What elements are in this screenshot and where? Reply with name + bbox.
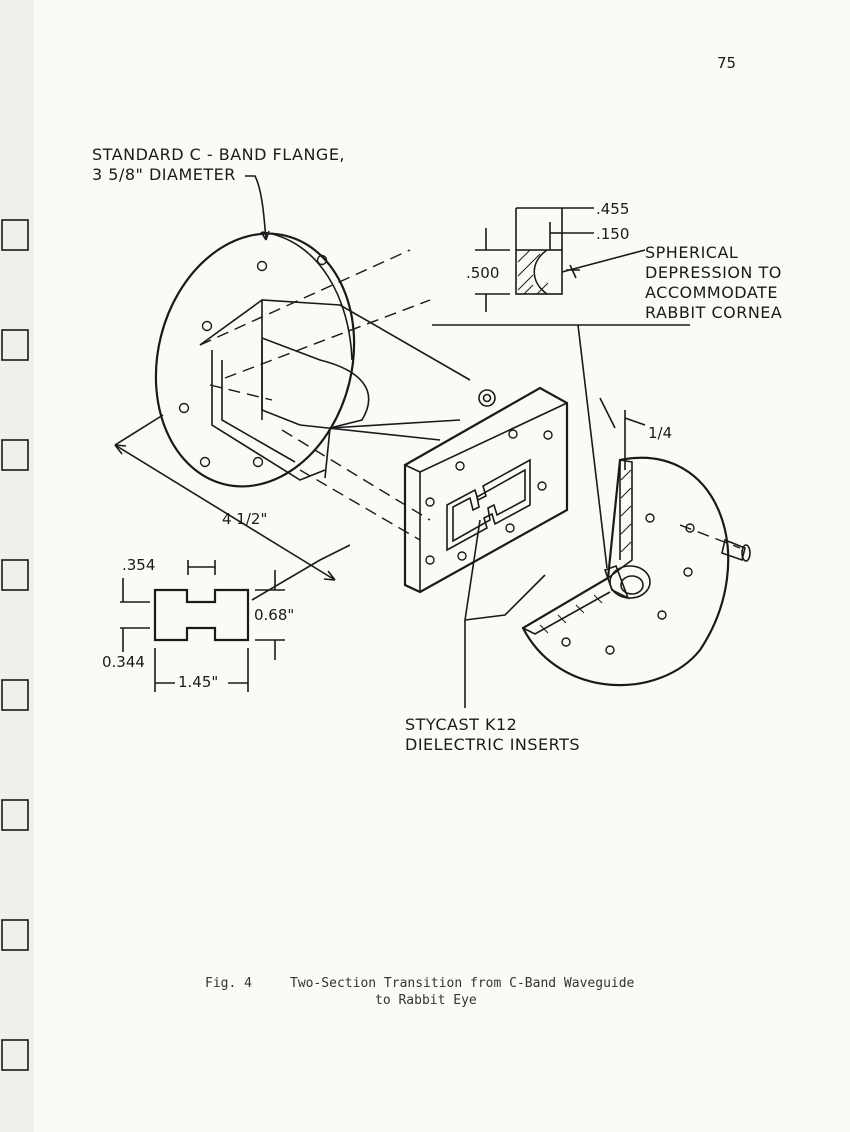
dim-quarter: 1/4 [648, 424, 672, 442]
waveguide-body [199, 249, 496, 541]
dimension-labels: .455 .150 .500 1/4 4 1/2" .354 0.68" 0.3… [102, 200, 672, 691]
spherical-label-line2: DEPRESSION TO [645, 263, 782, 282]
dim-354: .354 [122, 556, 155, 574]
spherical-label-line4: RABBIT CORNEA [645, 303, 782, 322]
dim-length: 4 1/2" [222, 510, 267, 528]
caption-line2: to Rabbit Eye [375, 993, 477, 1008]
dim-455: .455 [596, 200, 629, 218]
flange-label-line1: STANDARD C - BAND FLANGE, [92, 145, 345, 164]
spherical-label-line3: ACCOMMODATE [645, 283, 778, 302]
cross-section-detail [120, 560, 285, 692]
rectangular-flange [403, 386, 569, 594]
dim-500: .500 [466, 264, 499, 282]
dim-150: .150 [596, 225, 629, 243]
leader-lines [114, 175, 690, 708]
spherical-label-line1: SPHERICAL [645, 243, 738, 262]
half-disc-eye-piece [521, 456, 751, 687]
caption-line1: Two-Section Transition from C-Band Waveg… [290, 976, 635, 991]
stycast-label-line1: STYCAST K12 [405, 715, 517, 734]
callout-labels: STANDARD C - BAND FLANGE, 3 5/8" DIAMETE… [92, 145, 782, 754]
dim-068: 0.68" [254, 606, 294, 624]
caption-fig: Fig. 4 [205, 976, 252, 991]
binding-strip [0, 0, 34, 1132]
dim-0344: 0.344 [102, 653, 145, 671]
page-number: 75 [717, 54, 736, 72]
dim-145: 1.45" [178, 673, 218, 691]
standard-flange [154, 231, 356, 488]
figure-caption: Fig. 4 Two-Section Transition from C-Ban… [205, 976, 635, 1008]
stycast-label-line2: DIELECTRIC INSERTS [405, 735, 580, 754]
insert-profile-detail [475, 207, 646, 312]
flange-label-line2: 3 5/8" DIAMETER [92, 165, 236, 184]
